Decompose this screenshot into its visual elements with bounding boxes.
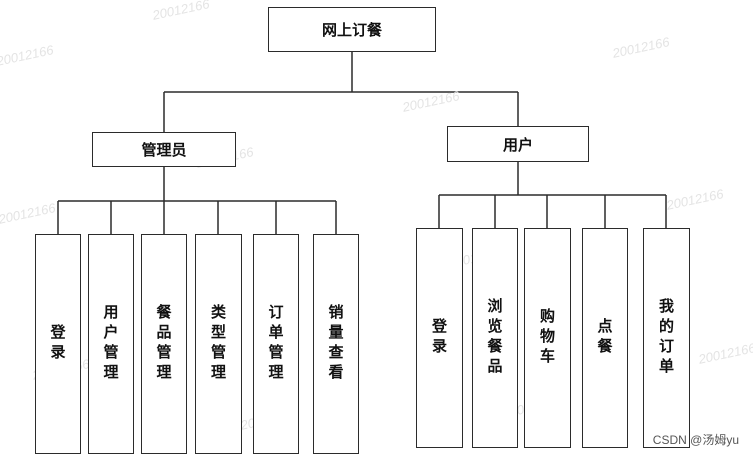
admin-node: 管理员 [92, 132, 236, 167]
leaf-label: 我的订单 [657, 298, 675, 378]
leaf-label: 浏览餐品 [485, 298, 504, 378]
source-credit: CSDN @汤姆yu [652, 433, 739, 447]
admin-leaf-login: 登录 [35, 234, 81, 454]
user-leaf-my-orders: 我的订单 [643, 228, 690, 448]
leaf-label: 点餐 [595, 318, 614, 358]
user-leaf-login: 登录 [416, 228, 463, 448]
admin-leaf-user-management: 用户管理 [88, 234, 134, 454]
leaf-label: 类型管理 [209, 304, 227, 384]
user-leaf-order-food: 点餐 [582, 228, 628, 448]
user-leaf-cart: 购物车 [524, 228, 571, 448]
user-node-label: 用户 [502, 135, 533, 154]
leaf-label: 登录 [430, 318, 448, 358]
admin-node-label: 管理员 [141, 141, 187, 159]
leaf-label: 餐品管理 [154, 304, 173, 384]
leaf-label: 购物车 [538, 308, 556, 368]
admin-leaf-sales-view: 销量查看 [313, 234, 359, 454]
user-leaf-browse-dishes: 浏览餐品 [472, 228, 518, 448]
leaf-label: 销量查看 [326, 304, 345, 384]
admin-leaf-order-management: 订单管理 [253, 234, 299, 454]
user-node: 用户 [447, 126, 589, 162]
admin-leaf-type-management: 类型管理 [195, 234, 242, 454]
leaf-label: 用户管理 [101, 304, 120, 384]
leaf-label: 订单管理 [266, 304, 285, 384]
admin-leaf-dish-management: 餐品管理 [141, 234, 187, 454]
root-node: 网上订餐 [268, 7, 436, 52]
leaf-label: 登录 [48, 324, 67, 364]
root-node-label: 网上订餐 [321, 21, 382, 39]
